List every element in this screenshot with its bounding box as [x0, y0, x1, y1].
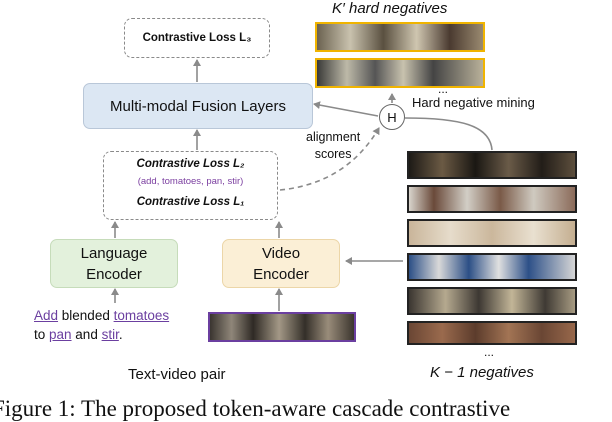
multimodal-fusion-layers-box: Multi-modal Fusion Layers [83, 83, 313, 129]
contrastive-loss-l2-label: Contrastive Loss L₂ [136, 158, 245, 170]
video-encoder-box: Video Encoder [222, 239, 340, 288]
l2-token-list: (add, tomatoes, pan, stir) [137, 176, 244, 187]
sentence-text-2: to [34, 327, 50, 342]
hard-negative-mining-label: Hard negative mining [412, 95, 535, 110]
hard-negatives-ellipsis: ... [438, 82, 449, 96]
token-pan: pan [49, 327, 72, 342]
contrastive-loss-l1-l2-box: Contrastive Loss L₂ (add, tomatoes, pan,… [103, 151, 278, 220]
negative-clip-6 [407, 321, 577, 345]
token-stir: stir [101, 327, 119, 342]
figure-caption: Figure 1: The proposed token-aware casca… [0, 396, 511, 421]
pair-sentence: Add blended tomatoes to pan and stir. [34, 306, 204, 344]
negatives-ellipsis: ... [484, 345, 495, 359]
k-minus-1-negatives-label: K − 1 negatives [430, 364, 534, 381]
contrastive-loss-l3-label: Contrastive Loss L₃ [142, 32, 252, 44]
negative-clip-5 [407, 287, 577, 315]
sentence-text-1: blended [58, 308, 114, 323]
video-encoder-label-line1: Video [261, 244, 301, 262]
sentence-text-4: . [118, 327, 123, 342]
hard-negative-clip-2 [315, 58, 485, 88]
negative-clip-4 [407, 253, 577, 281]
language-encoder-label-line2: Encoder [86, 265, 142, 283]
h-symbol: H [387, 109, 397, 125]
negative-clip-3 [407, 219, 577, 247]
language-encoder-box: Language Encoder [50, 239, 178, 288]
hard-negative-mining-node: H [379, 104, 405, 130]
hard-negatives-title: K′ hard negatives [332, 0, 448, 17]
negative-clip-2 [407, 185, 577, 213]
negative-clip-1 [407, 151, 577, 179]
text-video-pair-label: Text-video pair [128, 366, 226, 383]
hard-negative-clip-1 [315, 22, 485, 52]
multimodal-fusion-layers-label: Multi-modal Fusion Layers [110, 97, 286, 115]
text-video-pair-clip [208, 312, 356, 342]
token-add: Add [34, 308, 59, 323]
contrastive-loss-l3-box: Contrastive Loss L₃ [124, 18, 270, 58]
sentence-text-3: and [71, 327, 102, 342]
alignment-scores-line2: scores [314, 147, 352, 161]
contrastive-loss-l1-label: Contrastive Loss L₁ [136, 196, 245, 208]
language-encoder-label-line1: Language [80, 244, 148, 262]
alignment-scores-label: alignment scores [306, 129, 360, 163]
alignment-scores-line1: alignment [306, 130, 361, 144]
token-tomatoes: tomatoes [113, 308, 170, 323]
video-encoder-label-line2: Encoder [253, 265, 309, 283]
